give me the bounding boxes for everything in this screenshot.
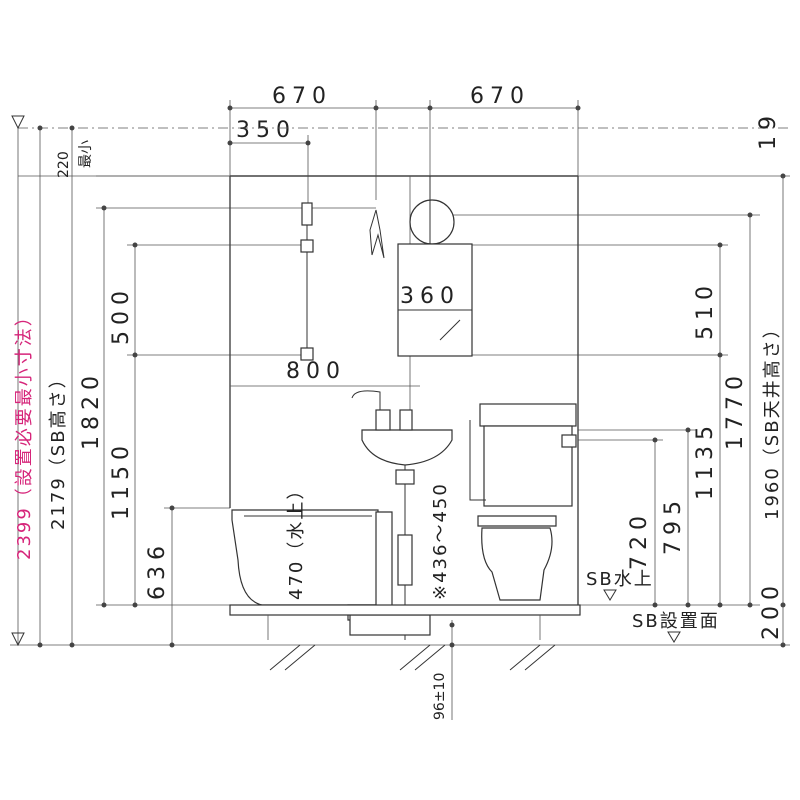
dim-1135: 1135 (693, 420, 718, 500)
label-sb-water-level: SB水上 (586, 569, 654, 590)
dim-sb-height-2179: 2179（SB高さ） (48, 368, 69, 530)
dim-720: 720 (627, 510, 652, 570)
dim-220: 220 (56, 151, 72, 178)
label-min: 最小 (78, 140, 94, 168)
sb-water-level-marker (603, 589, 617, 601)
sb-install-marker (667, 631, 681, 643)
dim-ceiling-19: 19 (756, 110, 781, 150)
dim-510: 510 (693, 280, 718, 340)
shower (300, 202, 385, 361)
dim-795: 795 (661, 495, 686, 555)
dim-1150: 1150 (109, 440, 134, 520)
dim-sb-ceiling-1960: 1960（SB天井高さ） (762, 318, 783, 520)
dim-636: 636 (145, 540, 170, 600)
label-sb-install-surface: SB設置面 (632, 611, 720, 632)
top-dimensions (227, 100, 581, 210)
dim-drain-96: 96±10 (432, 673, 448, 720)
right-dimension-lines (430, 176, 790, 648)
dim-base-200: 200 (759, 580, 784, 640)
dim-500: 500 (109, 285, 134, 345)
bathtub (231, 509, 431, 636)
unit-enclosure (229, 175, 579, 605)
floor-base (229, 604, 581, 720)
dim-1820: 1820 (79, 370, 104, 450)
dim-total-2399: 2399（設置必要最小寸法） (14, 306, 35, 560)
dim-heater-360: 360 (400, 284, 460, 309)
dim-shower-350: 350 (236, 118, 296, 143)
dim-top-left-670: 670 (272, 84, 332, 109)
dim-top-right-670: 670 (470, 84, 530, 109)
dim-800: 800 (286, 359, 346, 384)
left-dimension-lines (10, 115, 560, 648)
mirror-cabinet (397, 243, 473, 357)
toilet (469, 403, 577, 601)
dim-1770: 1770 (723, 370, 748, 450)
dim-drain-436-450: ※436～450 (430, 482, 451, 600)
dim-water-level-470: 470（水上） (286, 480, 307, 600)
ventilation-fan (409, 176, 455, 245)
